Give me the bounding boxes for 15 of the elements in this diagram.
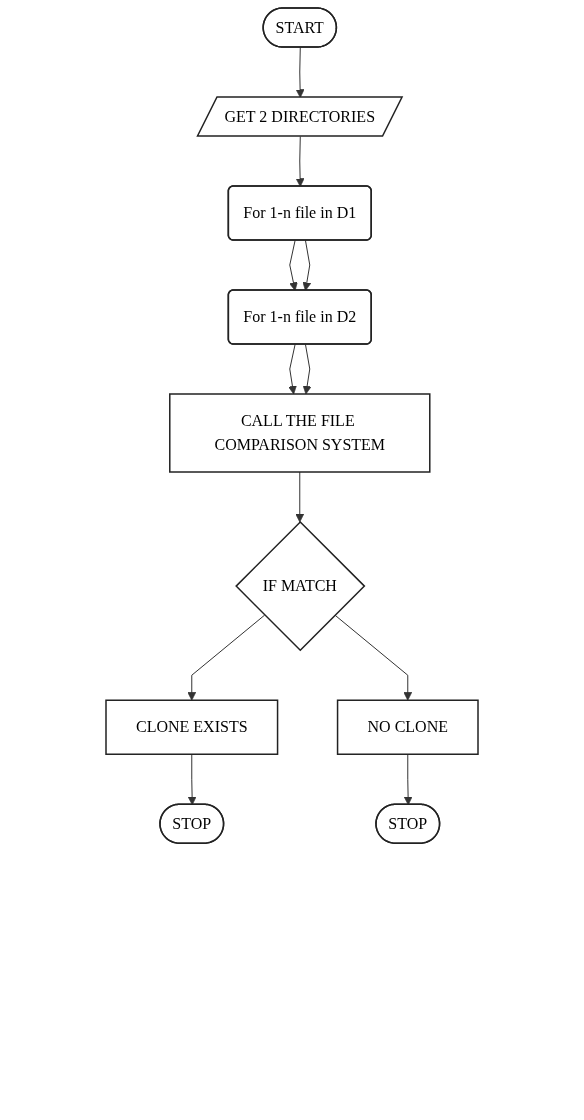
node-box: NO CLONE	[336, 699, 479, 755]
node-diamond: IF MATCH	[235, 520, 366, 652]
node-box: CALL THE FILE COMPARISON SYSTEM	[169, 393, 431, 473]
arrow	[289, 240, 298, 291]
arrow	[288, 344, 297, 395]
arrow	[187, 614, 266, 701]
node-box: CLONE EXISTS	[105, 699, 279, 755]
arrow	[334, 614, 413, 701]
arrow	[295, 471, 305, 523]
arrow	[295, 136, 305, 187]
arrow	[187, 753, 197, 806]
arrow	[302, 344, 312, 395]
arrow	[295, 47, 305, 98]
arrow	[302, 240, 312, 291]
arrow	[403, 753, 413, 806]
